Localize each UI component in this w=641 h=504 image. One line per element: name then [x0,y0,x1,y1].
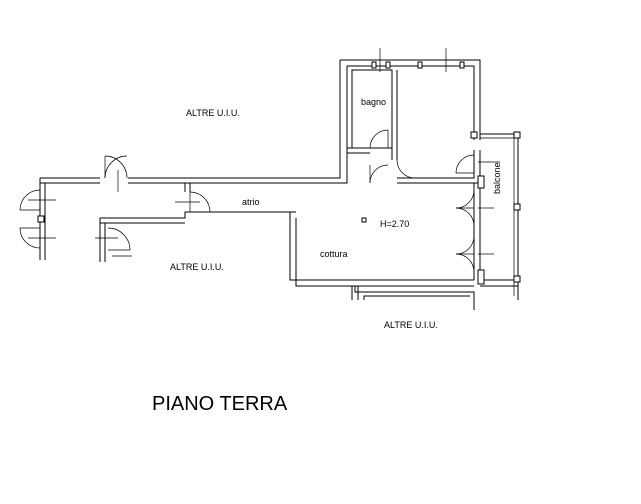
corridor-walls [39,60,348,262]
label-atrio: atrio [242,197,260,207]
balcony-walls [470,131,521,300]
label-height: H=2.70 [380,219,409,229]
bathroom-walls [340,48,481,184]
label-bagno: bagno [361,97,386,107]
label-cottura: cottura [320,249,348,259]
label-balcone: balcone [492,162,502,194]
label-altre-uiu-left: ALTRE U.I.U. [170,262,224,272]
plan-title: PIANO TERRA [152,393,288,415]
door-swings [19,154,500,273]
label-altre-uiu-bottom: ALTRE U.I.U. [384,320,438,330]
label-altre-uiu-top: ALTRE U.I.U. [186,108,240,118]
main-room-walls [285,183,481,310]
